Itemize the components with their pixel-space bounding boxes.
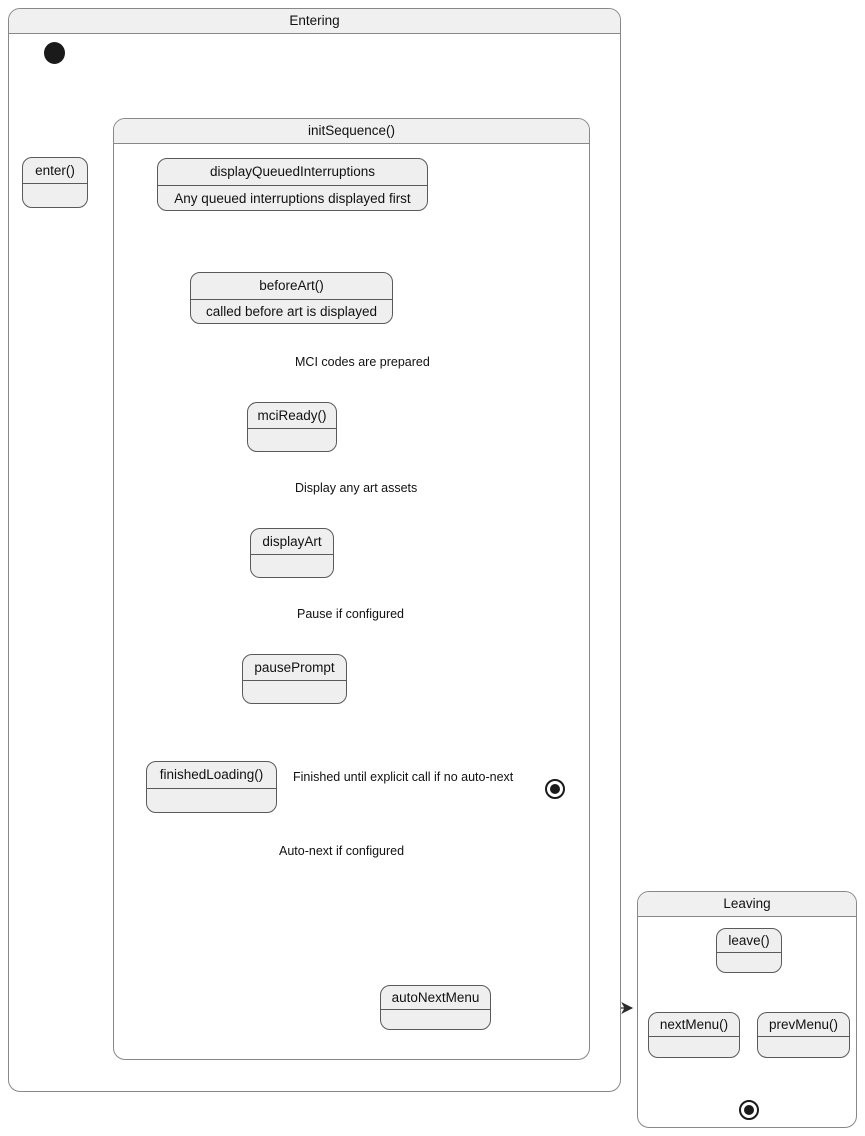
state-mci-ready[interactable]: mciReady() <box>247 402 337 452</box>
final-state-inner-dot <box>550 784 560 794</box>
state-finished-loading-body <box>147 789 276 812</box>
state-display-queued-interruptions[interactable]: displayQueuedInterruptions Any queued in… <box>157 158 428 211</box>
state-prev-menu-name: prevMenu() <box>758 1013 849 1037</box>
state-next-menu-body <box>649 1037 739 1057</box>
final-state-node-leaving <box>739 1100 759 1120</box>
state-display-art-body <box>251 555 333 577</box>
state-leave-body <box>717 953 781 972</box>
state-pause-prompt-body <box>243 681 346 703</box>
composite-state-leaving[interactable]: Leaving <box>637 891 857 1128</box>
composite-title-initsequence: initSequence() <box>114 119 589 144</box>
transition-label-mci-codes-prepared: MCI codes are prepared <box>295 355 430 369</box>
final-state-node-entering <box>545 779 565 799</box>
state-leave-name: leave() <box>717 929 781 953</box>
final-state-inner-dot <box>744 1105 754 1115</box>
state-enter-name: enter() <box>23 158 87 184</box>
transition-label-finished-until-explicit-call: Finished until explicit call if no auto-… <box>293 770 514 784</box>
state-before-art[interactable]: beforeArt() called before art is display… <box>190 272 393 324</box>
state-next-menu[interactable]: nextMenu() <box>648 1012 740 1058</box>
composite-state-initsequence[interactable]: initSequence() <box>113 118 590 1060</box>
state-auto-next-menu-name: autoNextMenu <box>381 986 490 1010</box>
transition-label-display-art-assets: Display any art assets <box>295 481 418 495</box>
state-prev-menu-body <box>758 1037 849 1057</box>
state-display-art-name: displayArt <box>251 529 333 555</box>
composite-title-entering: Entering <box>9 9 620 34</box>
state-auto-next-menu[interactable]: autoNextMenu <box>380 985 491 1030</box>
state-display-art[interactable]: displayArt <box>250 528 334 578</box>
composite-title-leaving: Leaving <box>638 892 856 917</box>
state-leave[interactable]: leave() <box>716 928 782 973</box>
state-enter-body <box>23 184 87 207</box>
state-display-queued-interruptions-name: displayQueuedInterruptions <box>158 159 427 186</box>
state-before-art-body: called before art is displayed <box>205 304 378 319</box>
state-prev-menu[interactable]: prevMenu() <box>757 1012 850 1058</box>
initial-state-node <box>44 42 65 64</box>
state-auto-next-menu-body <box>381 1010 490 1029</box>
state-finished-loading[interactable]: finishedLoading() <box>146 761 277 813</box>
state-pause-prompt-name: pausePrompt <box>243 655 346 681</box>
state-pause-prompt[interactable]: pausePrompt <box>242 654 347 704</box>
state-enter[interactable]: enter() <box>22 157 88 208</box>
state-display-queued-interruptions-body: Any queued interruptions displayed first <box>174 191 411 206</box>
state-finished-loading-name: finishedLoading() <box>147 762 276 789</box>
state-mci-ready-name: mciReady() <box>248 403 336 429</box>
state-mci-ready-body <box>248 429 336 451</box>
transition-label-pause-if-configured: Pause if configured <box>297 607 405 621</box>
transition-label-auto-next-if-configured: Auto-next if configured <box>279 844 405 858</box>
state-before-art-name: beforeArt() <box>191 273 392 300</box>
state-next-menu-name: nextMenu() <box>649 1013 739 1037</box>
